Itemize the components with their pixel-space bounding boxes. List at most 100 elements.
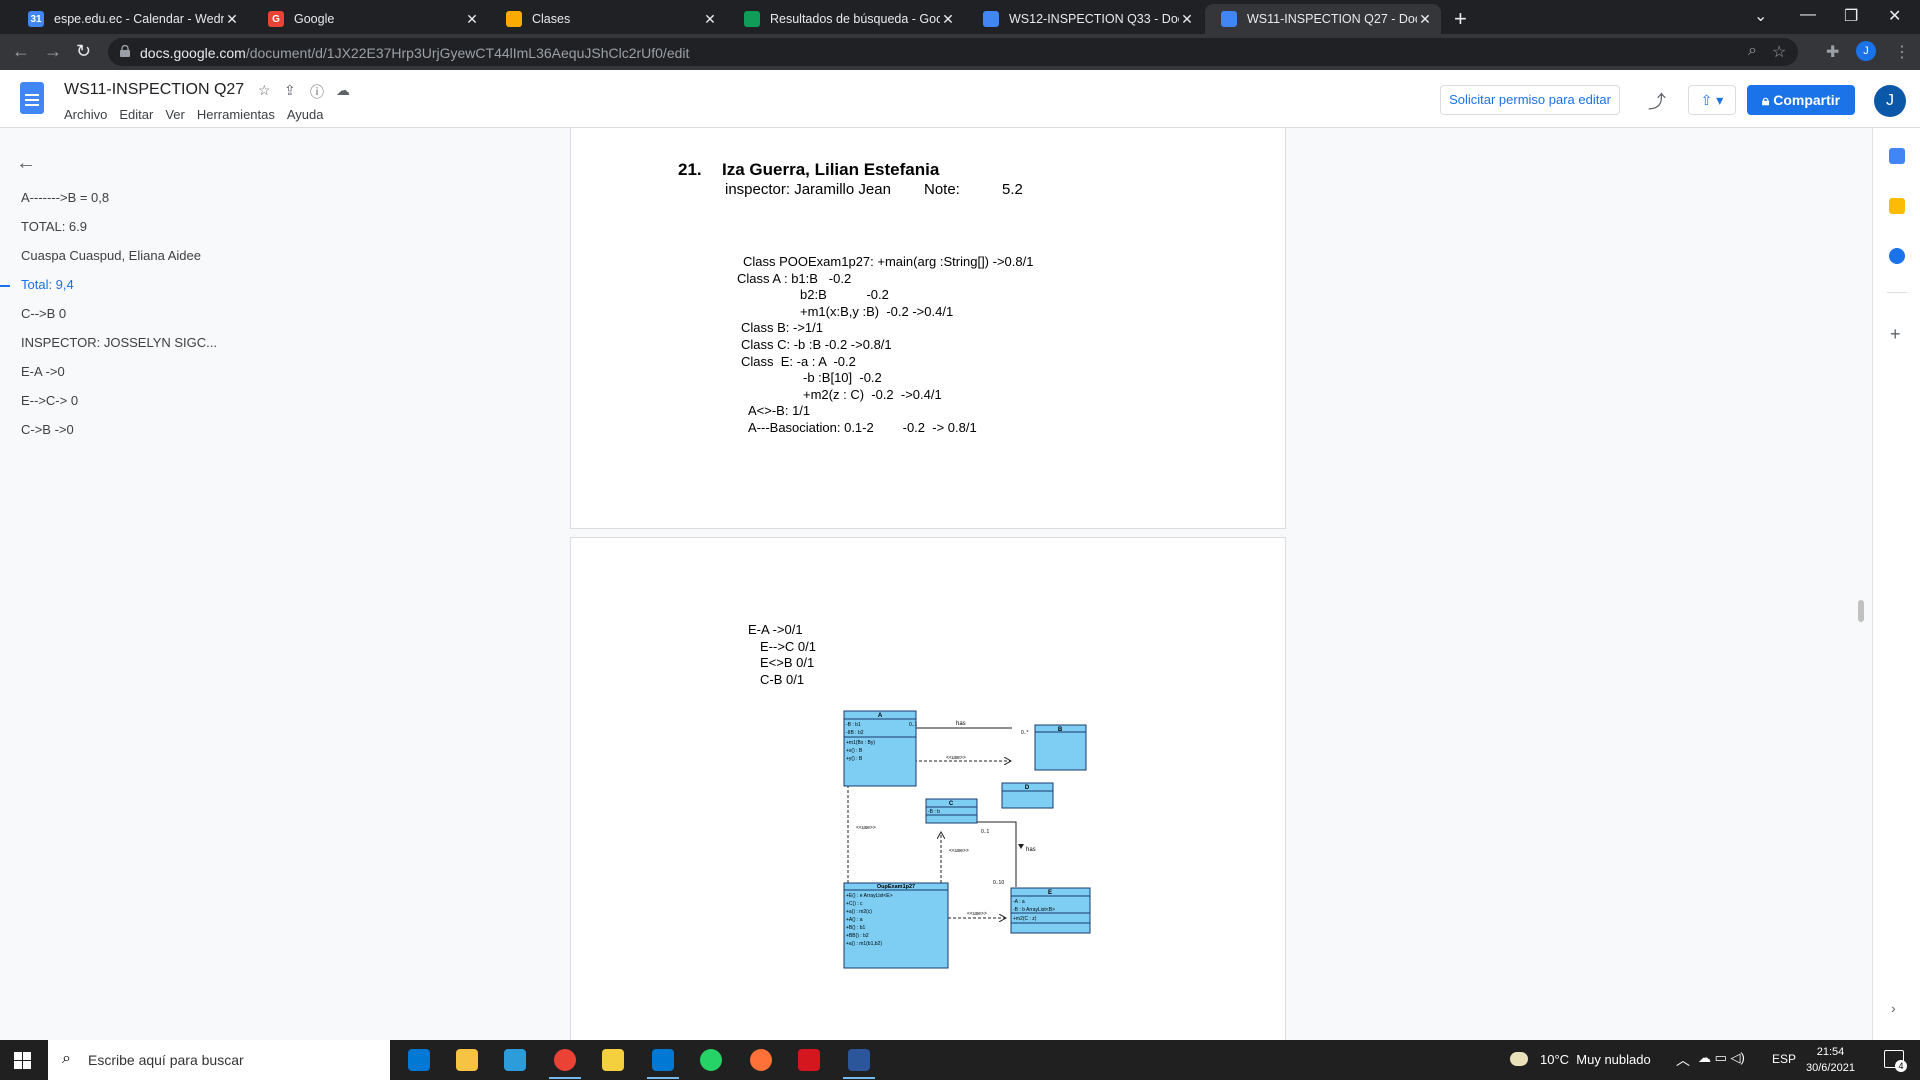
present-button[interactable]: ⇧ ▾ bbox=[1688, 85, 1736, 115]
expand-panel-icon[interactable]: › bbox=[1891, 1000, 1896, 1016]
weather-cloud-icon bbox=[1510, 1052, 1528, 1066]
tab-title: espe.edu.ec - Calendar - Wednes bbox=[54, 12, 224, 26]
menu-archivo[interactable]: Archivo bbox=[64, 107, 108, 122]
drive-icon bbox=[744, 11, 760, 27]
uml-class-diagram: A -B : b1 -IIB : b2 +m1(Bx : By) +x() : … bbox=[843, 710, 1091, 969]
menu-ver[interactable]: Ver bbox=[165, 107, 185, 122]
files-app-icon[interactable] bbox=[495, 1044, 535, 1076]
close-tab-icon[interactable]: ✕ bbox=[466, 10, 478, 27]
bookmark-star-icon[interactable]: ☆ bbox=[1772, 44, 1787, 61]
svg-text:OupExam1p27: OupExam1p27 bbox=[877, 884, 915, 890]
outline-item[interactable]: Total: 9,4 bbox=[21, 277, 74, 292]
menu-ayuda[interactable]: Ayuda bbox=[286, 107, 324, 122]
document-page-1: 21. Iza Guerra, Lilian Estefania inspect… bbox=[571, 128, 1285, 528]
docs-logo-icon[interactable] bbox=[20, 82, 44, 114]
activity-trend-icon[interactable]: ⤴ bbox=[1648, 92, 1666, 112]
new-tab-button[interactable]: + bbox=[1454, 6, 1467, 31]
grading-line: +m1(x:B,y :B) -0.2 ->0.4/1 bbox=[800, 303, 954, 319]
account-avatar[interactable]: J bbox=[1874, 85, 1906, 117]
calculator-icon[interactable] bbox=[643, 1044, 683, 1079]
notification-center-icon[interactable]: 4 bbox=[1884, 1050, 1907, 1072]
svg-text:<<use>>: <<use>> bbox=[967, 911, 987, 917]
request-edit-button[interactable]: Solicitar permiso para editar bbox=[1440, 85, 1620, 115]
language-indicator[interactable]: ESP bbox=[1772, 1052, 1797, 1066]
svg-text:<<use>>: <<use>> bbox=[946, 755, 966, 761]
uml-class-b: B bbox=[1034, 724, 1087, 771]
outline-item[interactable]: E-->C-> 0 bbox=[21, 393, 79, 408]
zoom-icon[interactable]: ⌕ bbox=[1748, 42, 1757, 59]
svg-text:+y() : B: +y() : B bbox=[846, 756, 863, 762]
outline-item[interactable]: TOTAL: 6.9 bbox=[21, 219, 87, 234]
close-tab-icon[interactable]: ✕ bbox=[942, 10, 954, 27]
svg-text:D: D bbox=[1025, 785, 1030, 791]
svg-text:-B : b: -B : b bbox=[928, 809, 940, 815]
calendar-icon[interactable] bbox=[1889, 148, 1905, 164]
svg-text:+E() : e ArrayList<E>: +E() : e ArrayList<E> bbox=[846, 893, 893, 899]
whatsapp-icon[interactable] bbox=[691, 1044, 731, 1076]
more-menu-icon[interactable]: ⋮ bbox=[1894, 44, 1910, 61]
student-name: Iza Guerra, Lilian Estefania bbox=[722, 160, 940, 179]
document-title[interactable]: WS11-INSPECTION Q27 bbox=[64, 81, 245, 98]
tab-title: WS11-INSPECTION Q27 - Docum bbox=[1247, 12, 1417, 26]
close-tab-icon[interactable]: ✕ bbox=[1419, 10, 1431, 27]
mail-app-icon[interactable] bbox=[399, 1044, 439, 1076]
outline-item[interactable]: INSPECTOR: JOSSELYN SIGC... bbox=[21, 335, 218, 350]
taskbar-search-box[interactable]: ⌕ Escribe aquí para buscar bbox=[48, 1040, 390, 1080]
star-icon[interactable]: ☆ bbox=[258, 82, 271, 98]
tab-search-icon[interactable]: ⌄ bbox=[1754, 8, 1768, 25]
forward-icon[interactable]: → bbox=[44, 41, 62, 61]
minimize-icon[interactable]: — bbox=[1800, 6, 1816, 23]
system-clock[interactable]: 21:54 30/6/2021 bbox=[1806, 1046, 1855, 1074]
svg-text:has: has bbox=[1026, 847, 1036, 853]
outline-item[interactable]: A------->B = 0,8 bbox=[21, 190, 110, 205]
grading-line: b2:B -0.2 bbox=[800, 287, 889, 303]
tasks-icon[interactable] bbox=[1889, 248, 1905, 264]
close-tab-icon[interactable]: ✕ bbox=[1181, 10, 1193, 27]
close-tab-icon[interactable]: ✕ bbox=[704, 10, 716, 27]
sticky-notes-icon[interactable] bbox=[593, 1044, 633, 1076]
docs-icon bbox=[1221, 11, 1237, 27]
extensions-icon[interactable]: ✚ bbox=[1826, 44, 1840, 61]
outline-item[interactable]: C->B ->0 bbox=[21, 422, 74, 437]
outline-item[interactable]: Cuaspa Cuaspud, Eliana Aidee bbox=[21, 248, 201, 263]
address-bar[interactable]: docs.google.com/document/d/1JX22E37Hrp3U… bbox=[108, 38, 1798, 66]
windows-start-icon[interactable] bbox=[14, 1052, 31, 1069]
close-outline-arrow-icon[interactable]: ← bbox=[16, 152, 36, 174]
keep-icon[interactable] bbox=[1889, 198, 1905, 214]
browser-tab[interactable]: Resultados de búsqueda - Googl✕ bbox=[728, 4, 964, 34]
browser-tab[interactable]: WS12-INSPECTION Q33 - Docum✕ bbox=[967, 4, 1203, 34]
notification-count: 4 bbox=[1895, 1060, 1907, 1072]
file-explorer-icon[interactable] bbox=[447, 1044, 487, 1076]
profile-avatar[interactable]: J bbox=[1856, 41, 1876, 61]
reload-icon[interactable]: ↻ bbox=[76, 41, 92, 61]
word-icon[interactable] bbox=[839, 1044, 879, 1079]
move-icon[interactable]: ⇪ bbox=[284, 82, 296, 98]
menu-herramientas[interactable]: Herramientas bbox=[196, 107, 275, 122]
browser-tab[interactable]: WS11-INSPECTION Q27 - Docum✕ bbox=[1205, 4, 1441, 34]
acrobat-icon[interactable] bbox=[789, 1044, 829, 1076]
tray-icons[interactable]: ☁ ▭ ◁) bbox=[1698, 1050, 1745, 1065]
note-label: Note: bbox=[924, 181, 960, 198]
menu-editar[interactable]: Editar bbox=[119, 107, 154, 122]
close-tab-icon[interactable]: ✕ bbox=[226, 10, 238, 27]
back-icon[interactable]: ← bbox=[12, 41, 30, 61]
vertical-scrollbar[interactable] bbox=[1858, 600, 1864, 622]
weather-text[interactable]: 10°C Muy nublado bbox=[1540, 1052, 1651, 1067]
share-button[interactable]: 🔒︎ Compartir bbox=[1747, 85, 1855, 115]
close-window-icon[interactable]: ✕ bbox=[1888, 8, 1902, 25]
firefox-icon[interactable] bbox=[741, 1044, 781, 1076]
browser-tab[interactable]: Clases✕ bbox=[490, 4, 726, 34]
outline-item[interactable]: E-A ->0 bbox=[21, 364, 65, 379]
tray-overflow-icon[interactable]: ︿ bbox=[1676, 1052, 1690, 1068]
grading-line: Class E: -a : A -0.2 bbox=[741, 353, 856, 369]
svg-text:B: B bbox=[1058, 727, 1063, 733]
info-icon[interactable]: ⓘ bbox=[310, 84, 324, 100]
outline-item[interactable]: C-->B 0 bbox=[21, 306, 67, 321]
chrome-icon[interactable] bbox=[545, 1044, 585, 1079]
add-addon-icon[interactable]: + bbox=[1890, 324, 1901, 344]
restore-icon[interactable]: ❐ bbox=[1844, 8, 1859, 25]
